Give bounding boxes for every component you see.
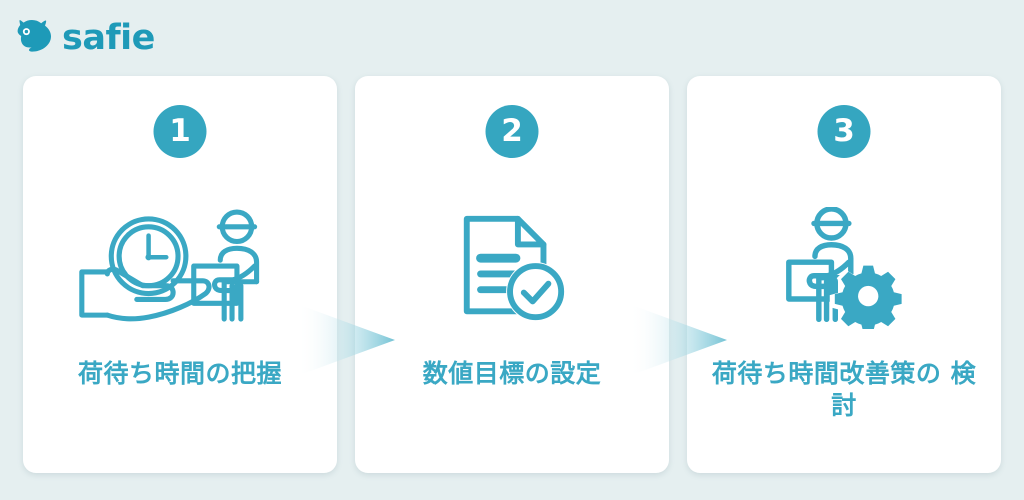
step-label-3: 荷待ち時間改善策の 検討: [711, 359, 977, 420]
safie-bird-logo-icon: [16, 19, 56, 53]
step-icon-2: [355, 198, 669, 338]
step-number-badge-3: 3: [817, 105, 871, 158]
step-number-badge-1: 1: [153, 105, 207, 158]
step-card-2[interactable]: 2 数値目標の設定: [355, 76, 669, 473]
brand-logo: safie: [16, 14, 155, 58]
step-card-1[interactable]: 1: [23, 76, 337, 473]
steps-container: 1: [0, 76, 1024, 476]
step-card-3[interactable]: 3: [687, 76, 1001, 473]
step-number-badge-2: 2: [485, 105, 539, 158]
step-icon-3: [687, 198, 1001, 338]
step-label-2: 数値目標の設定: [422, 359, 602, 388]
step-label-1: 荷待ち時間の把握: [77, 359, 282, 388]
step-icon-1: [23, 198, 337, 338]
brand-name: safie: [62, 17, 155, 58]
